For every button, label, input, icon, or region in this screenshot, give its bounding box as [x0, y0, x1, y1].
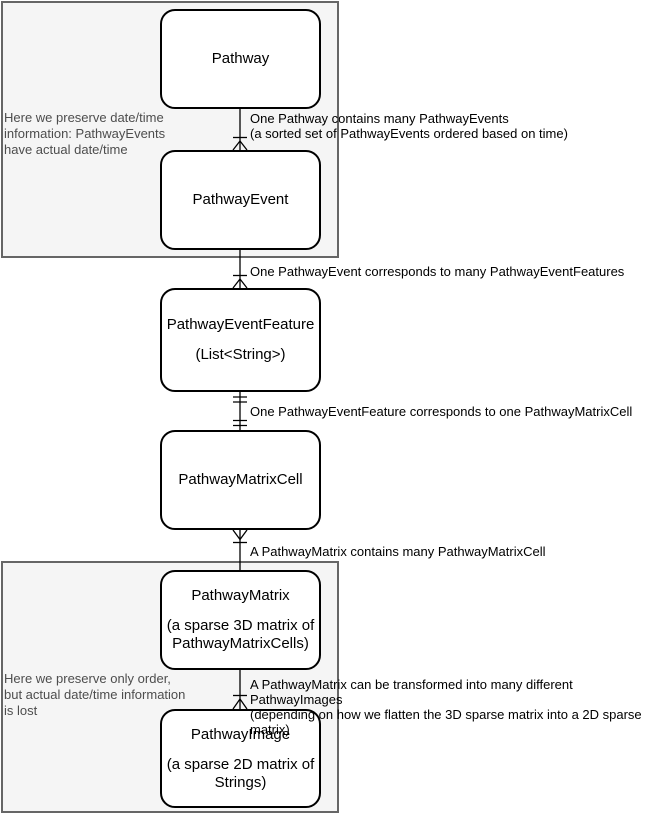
- relationship-label-matrixcell-matrix[interactable]: A PathwayMatrix contains many PathwayMat…: [250, 544, 546, 559]
- entity-subtitle: (a sparse 3D matrix of PathwayMatrixCell…: [166, 617, 315, 652]
- entity-pathwayimage[interactable]: PathwayImage (a sparse 2D matrix of Stri…: [160, 709, 321, 808]
- entity-subtitle: (a sparse 2D matrix of Strings): [166, 755, 315, 791]
- relationship-label-pathway-pathwayevent[interactable]: One Pathway contains many PathwayEvents …: [250, 111, 568, 141]
- entity-subtitle: (List<String>): [195, 346, 286, 363]
- entity-title: PathwayEvent: [192, 191, 289, 208]
- entity-pathwayeventfeature[interactable]: PathwayEventFeature (List<String>): [160, 288, 321, 392]
- relationship-label-pathwayevent-feature[interactable]: One PathwayEvent corresponds to many Pat…: [250, 264, 625, 279]
- group-note-order[interactable]: Here we preserve only order, but actual …: [4, 671, 186, 718]
- relationship-label-feature-matrixcell[interactable]: One PathwayEventFeature corresponds to o…: [250, 404, 633, 419]
- entity-pathwaymatrix[interactable]: PathwayMatrix (a sparse 3D matrix of Pat…: [160, 570, 321, 670]
- connector-matrixcell-matrix[interactable]: [232, 529, 248, 570]
- entity-title: PathwayMatrixCell: [178, 471, 303, 488]
- entity-title: PathwayMatrix: [191, 587, 290, 604]
- exactly-one-ticks-icon: [233, 419, 247, 427]
- entity-pathwaymatrixcell[interactable]: PathwayMatrixCell: [160, 430, 321, 530]
- entity-title: PathwayImage: [190, 725, 291, 743]
- crows-foot-many-icon: [232, 529, 248, 540]
- entity-pathwayevent[interactable]: PathwayEvent: [160, 150, 321, 250]
- connector-matrix-image[interactable]: [232, 670, 248, 710]
- crows-foot-many-icon: [232, 698, 248, 710]
- relationship-label-matrix-image[interactable]: A PathwayMatrix can be transformed into …: [250, 677, 642, 737]
- connector-pathwayevent-feature[interactable]: [232, 250, 248, 289]
- group-note-datetime[interactable]: Here we preserve date/time information: …: [4, 110, 166, 157]
- connector-feature-matrixcell[interactable]: [233, 392, 247, 430]
- exactly-one-ticks-icon: [233, 396, 247, 403]
- entity-title: Pathway: [211, 50, 270, 67]
- crows-foot-many-icon: [232, 140, 248, 151]
- entity-pathway[interactable]: Pathway: [160, 9, 321, 109]
- connector-pathway-pathwayevent[interactable]: [232, 109, 248, 151]
- entity-title: PathwayEventFeature: [166, 316, 315, 333]
- crows-foot-many-icon: [232, 278, 248, 289]
